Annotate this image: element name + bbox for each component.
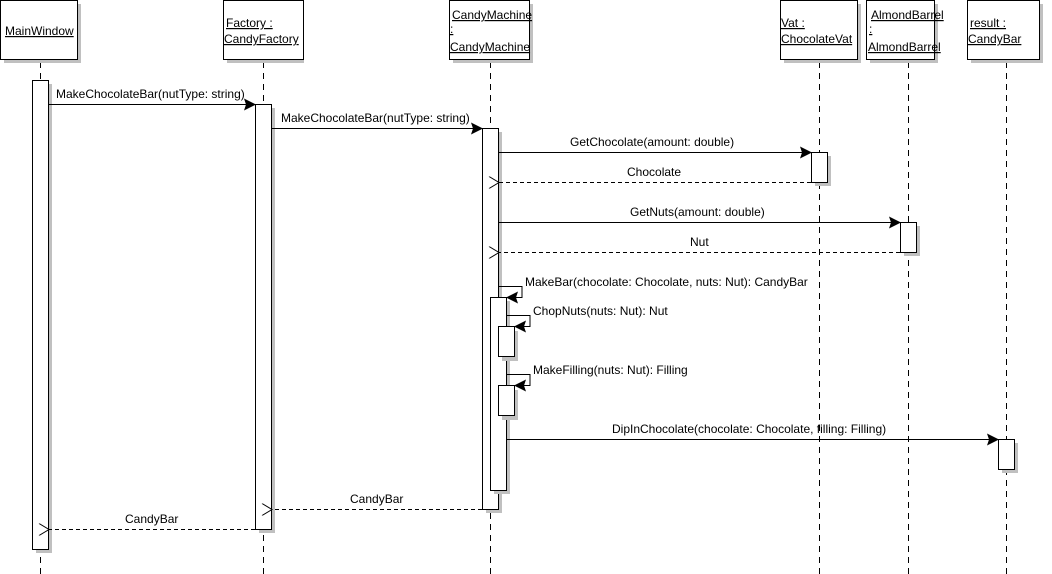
message-chopnuts[interactable]: ChopNuts(nuts: Nut): Nut: [507, 304, 668, 333]
activation-vat: [811, 152, 831, 186]
lifeline-result[interactable]: result : CandyBar: [967, 0, 1044, 64]
message-label: MakeChocolateBar(nutType: string): [56, 87, 245, 101]
message-getnuts[interactable]: GetNuts(amount: double): [499, 205, 901, 229]
lifeline-label-line: Factory :: [226, 16, 273, 30]
lifeline-label-line: AlmondBarrel: [871, 8, 944, 22]
activation-factory: [255, 104, 275, 533]
message-label: MakeChocolateBar(nutType: string): [281, 111, 470, 125]
message-label: CandyBar: [350, 492, 403, 506]
message-makechocolatebar-2[interactable]: MakeChocolateBar(nutType: string): [272, 111, 483, 135]
message-label: GetChocolate(amount: double): [570, 135, 734, 149]
activation-mainwindow: [32, 80, 52, 553]
message-label: CandyBar: [125, 512, 178, 526]
activation-result: [998, 439, 1018, 473]
messages: MakeChocolateBar(nutType: string) MakeCh…: [49, 87, 999, 530]
lifeline-label-line: Vat :: [781, 16, 805, 30]
lifeline-label-line: CandyBar: [968, 32, 1021, 46]
message-getchocolate[interactable]: GetChocolate(amount: double): [499, 135, 812, 159]
lifeline-lines: [40, 62, 1007, 574]
lifeline-candymachine[interactable]: CandyMachine : CandyMachine: [449, 0, 534, 64]
message-makebar[interactable]: MakeBar(chocolate: Chocolate, nuts: Nut)…: [499, 275, 808, 304]
message-return-nut[interactable]: Nut: [499, 235, 900, 253]
lifeline-mainwindow[interactable]: MainWindow: [0, 0, 82, 64]
lifeline-label-line: :: [869, 22, 872, 36]
lifeline-label-line: CandyMachine: [452, 8, 532, 22]
message-label: GetNuts(amount: double): [630, 205, 765, 219]
activation-makefilling: [498, 385, 518, 420]
message-makefilling[interactable]: MakeFilling(nuts: Nut): Filling: [507, 363, 688, 392]
lifeline-label-line: MainWindow: [5, 24, 74, 38]
message-return-candybar-1[interactable]: CandyBar: [272, 492, 482, 510]
message-dipinchocolate[interactable]: DipInChocolate(chocolate: Chocolate, fil…: [507, 422, 999, 446]
lifeline-label-line: result :: [970, 16, 1006, 30]
message-label: DipInChocolate(chocolate: Chocolate, fil…: [612, 422, 886, 436]
lifeline-factory[interactable]: Factory : CandyFactory: [223, 0, 305, 64]
activation-chopnuts: [498, 326, 518, 361]
lifeline-almondbarrel[interactable]: AlmondBarrel : AlmondBarrel: [866, 0, 944, 64]
message-return-chocolate[interactable]: Chocolate: [499, 165, 811, 183]
lifeline-label-line: AlmondBarrel: [868, 40, 941, 54]
lifeline-vat[interactable]: Vat : ChocolateVat: [780, 0, 862, 64]
activation-almondbarrel: [900, 222, 920, 256]
message-makechocolatebar-1[interactable]: MakeChocolateBar(nutType: string): [49, 87, 256, 111]
lifeline-label-line: CandyMachine: [450, 40, 530, 54]
message-label: Chocolate: [627, 165, 681, 179]
activation-bars: [32, 80, 1018, 553]
lifeline-label-line: :: [450, 22, 453, 36]
lifeline-label-line: ChocolateVat: [781, 32, 853, 46]
message-label: ChopNuts(nuts: Nut): Nut: [533, 304, 668, 318]
message-label: MakeBar(chocolate: Chocolate, nuts: Nut)…: [525, 275, 808, 289]
message-return-candybar-2[interactable]: CandyBar: [49, 512, 255, 530]
message-label: Nut: [690, 235, 709, 249]
message-label: MakeFilling(nuts: Nut): Filling: [533, 363, 688, 377]
lifeline-label-line: CandyFactory: [224, 32, 299, 46]
